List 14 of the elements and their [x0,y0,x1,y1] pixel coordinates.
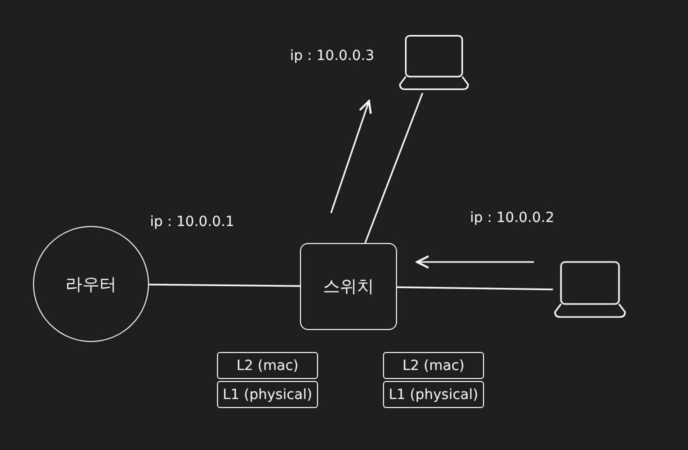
laptop-icon [398,33,470,93]
ip-address-text: ip : 10.0.0.1 [150,214,234,230]
connector-line [148,284,300,287]
layer-box: L2 (mac) [383,352,484,379]
connector-line [397,286,554,290]
ip-address-text: ip : 10.0.0.3 [290,48,374,64]
layer-box: L1 (physical) [217,381,318,408]
ip-address-text: ip : 10.0.0.2 [470,210,554,226]
connector-line [364,92,424,244]
switch-box: 스위치 [300,243,397,330]
layer-box: L2 (mac) [217,352,318,379]
router-circle: 라우터 [33,226,149,342]
layer-box: L1 (physical) [383,381,484,408]
laptop-icon [553,260,627,320]
